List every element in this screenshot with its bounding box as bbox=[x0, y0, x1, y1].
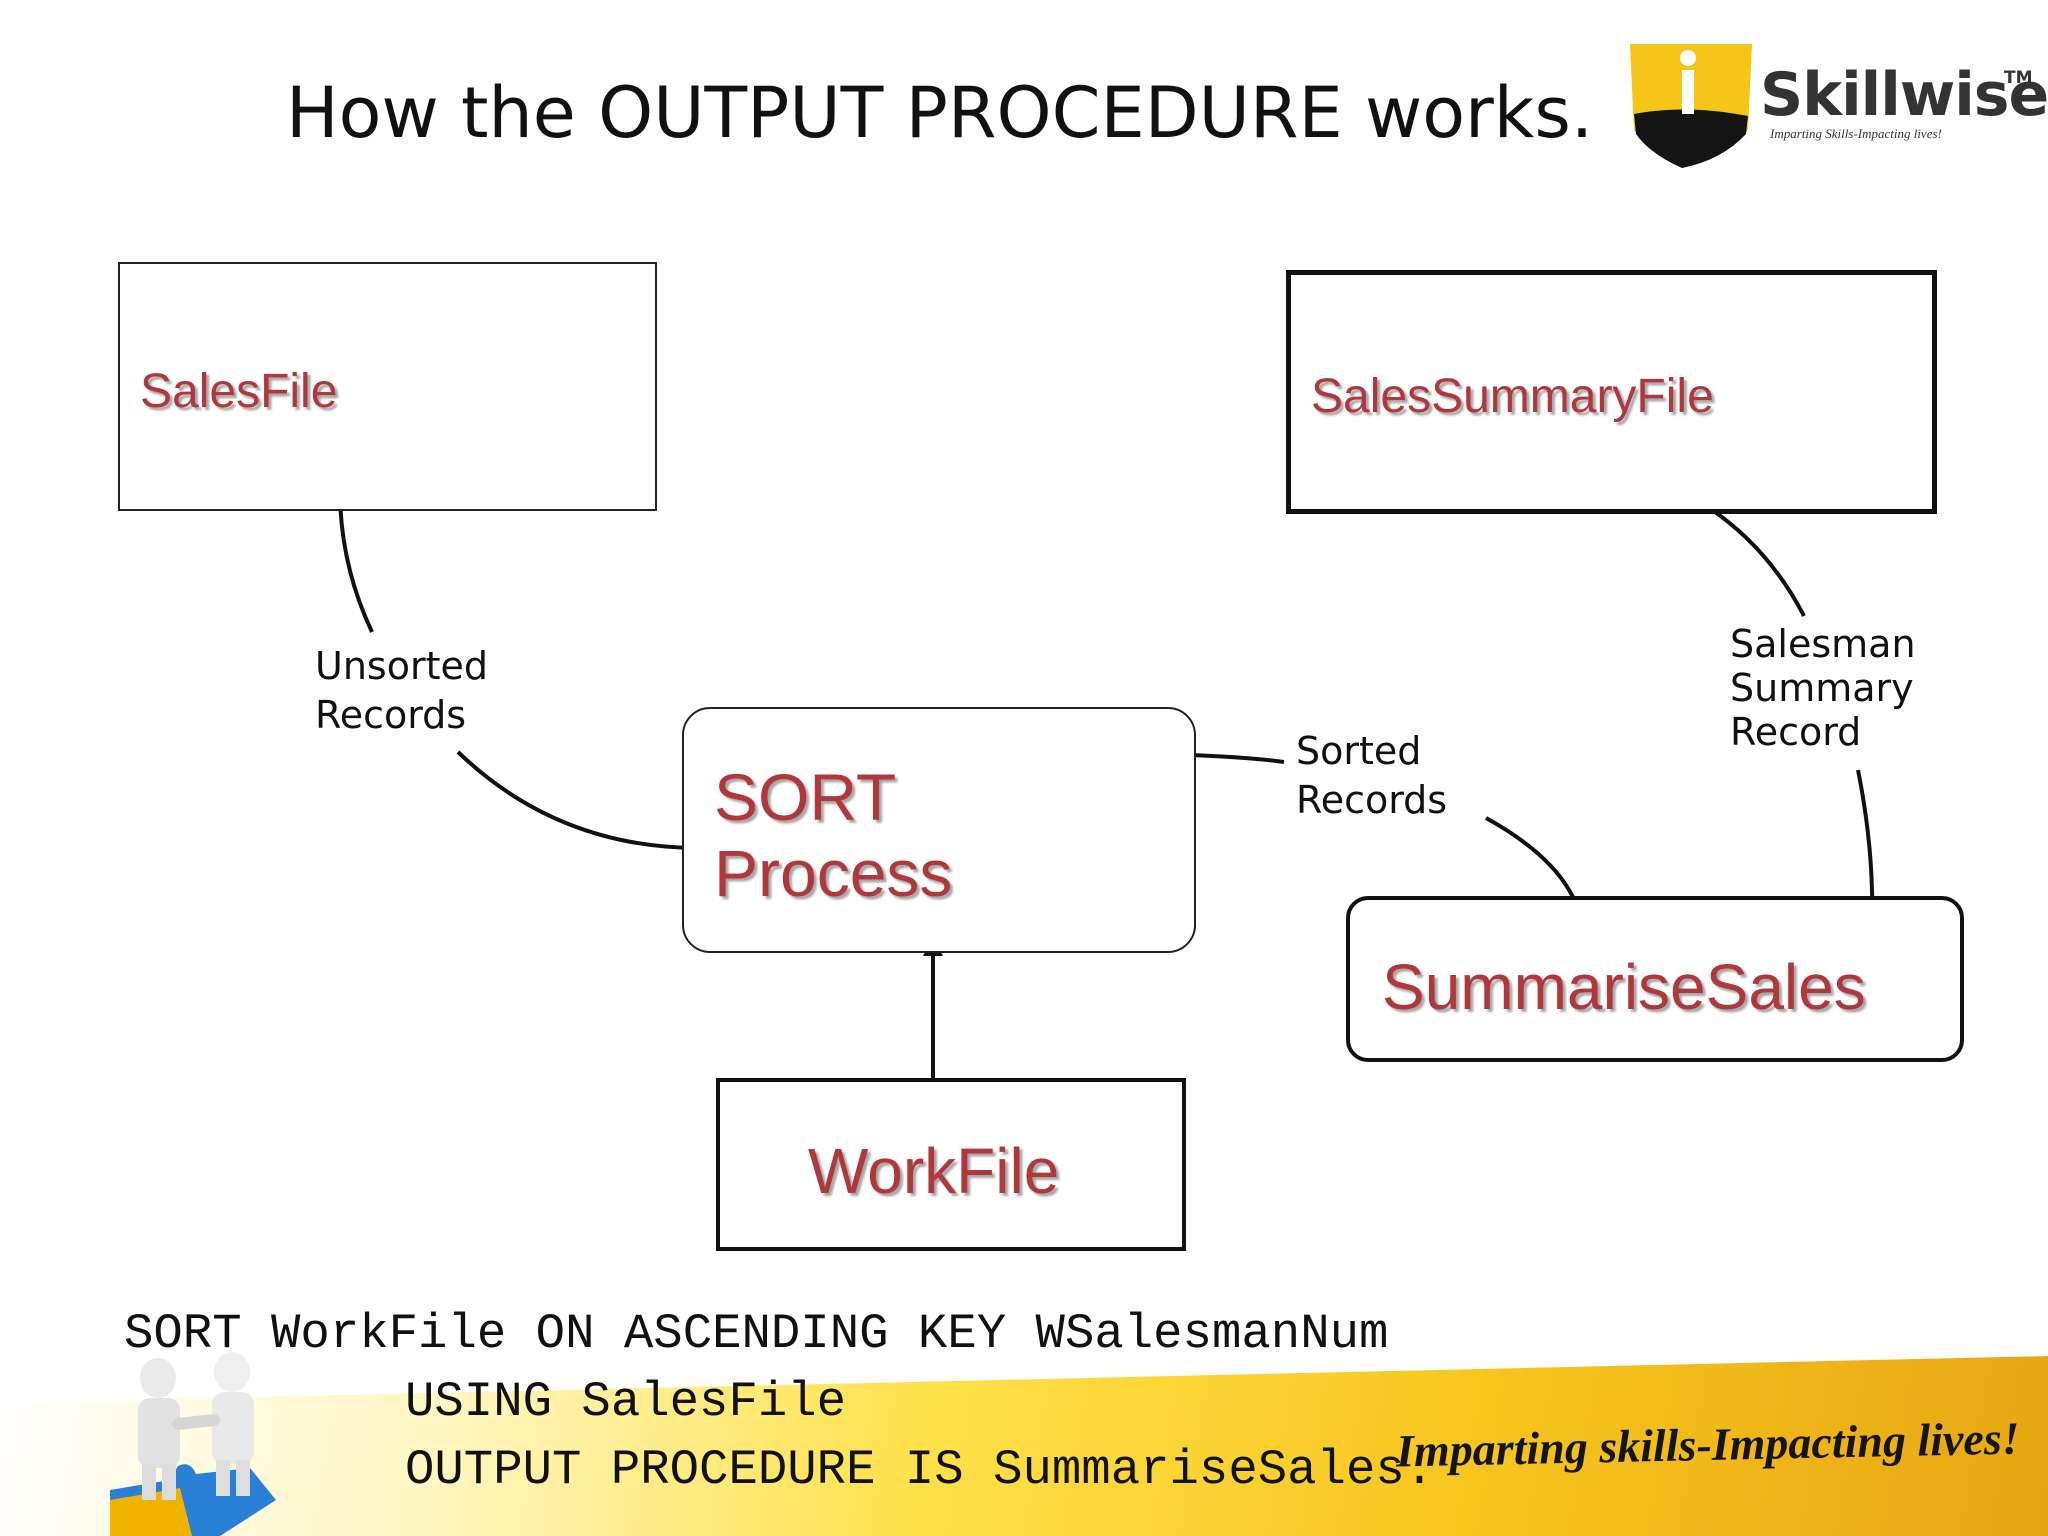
handshake-puzzle-icon bbox=[110, 1352, 276, 1536]
logo-tagline: Imparting Skills-Impacting lives! bbox=[1770, 126, 1942, 141]
sort-process-label-line2: Process bbox=[714, 836, 953, 910]
workfile-node: WorkFile bbox=[716, 1078, 1186, 1251]
code-line-1: SORT WorkFile ON ASCENDING KEY WSalesman… bbox=[124, 1306, 1389, 1362]
sort-process-label-line1: SORT bbox=[714, 760, 897, 834]
unsorted-records-label: Unsorted Records bbox=[315, 644, 488, 737]
summarise-sales-label: SummariseSales bbox=[1382, 951, 1866, 1023]
code-line-2: USING SalesFile bbox=[405, 1374, 847, 1430]
connector-unsorted-to-sort bbox=[456, 750, 710, 859]
skillwise-shield-logo-icon bbox=[1630, 44, 1752, 168]
sales-summary-file-node: SalesSummaryFile bbox=[1286, 270, 1937, 514]
salesman-summary-record-label: Salesman Summary Record bbox=[1730, 622, 1916, 754]
slide-title: How the OUTPUT PROCEDURE works. bbox=[286, 72, 1594, 154]
logo-trademark: TM bbox=[2004, 68, 2033, 88]
salesfile-label: SalesFile bbox=[140, 365, 338, 418]
workfile-label: WorkFile bbox=[808, 1135, 1060, 1207]
salesfile-node: SalesFile bbox=[118, 262, 657, 511]
summarise-sales-node: SummariseSales bbox=[1346, 896, 1964, 1062]
sales-summary-file-label: SalesSummaryFile bbox=[1311, 370, 1714, 423]
logo-wordmark: Skillwise bbox=[1760, 60, 2048, 130]
sort-process-node: SORT Process bbox=[682, 707, 1196, 953]
code-line-3: OUTPUT PROCEDURE IS SummariseSales. bbox=[405, 1442, 1435, 1498]
sorted-records-label: Sorted Records bbox=[1296, 729, 1448, 822]
